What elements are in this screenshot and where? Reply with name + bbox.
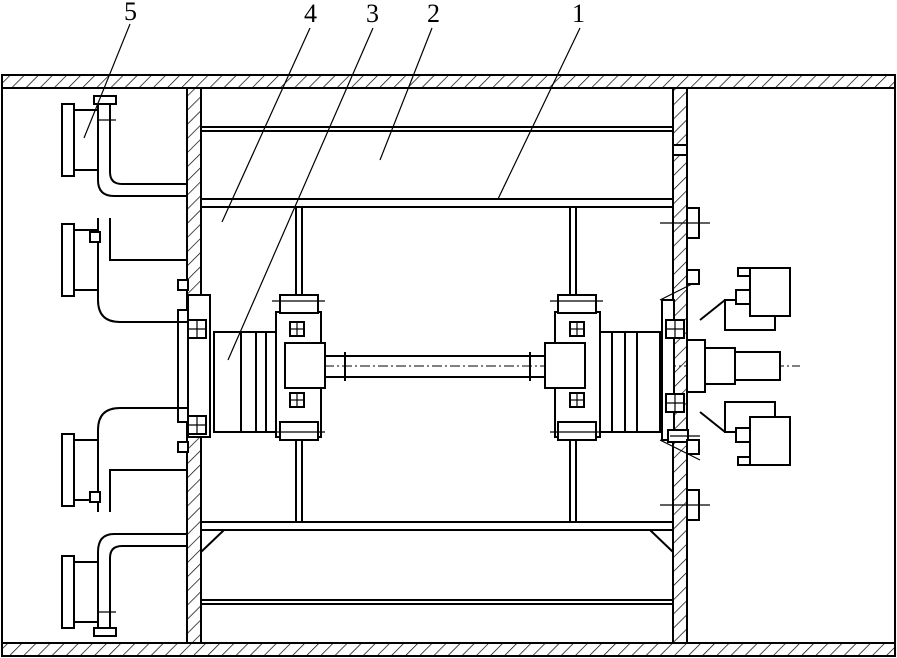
left-drum	[213, 311, 326, 438]
left-bearing-block	[272, 294, 325, 441]
right-bearing-block	[550, 294, 603, 441]
callout-4: 4	[304, 0, 317, 28]
frame-posts	[295, 207, 577, 522]
pipe-elbow-4	[61, 533, 187, 637]
housing-top-wall	[1, 74, 896, 89]
pipe-elbow-1	[61, 95, 187, 197]
callout-1: 1	[572, 0, 585, 28]
right-drum	[544, 311, 661, 438]
leader-lines	[83, 23, 581, 361]
callout-2: 2	[427, 0, 440, 28]
left-flange	[177, 279, 211, 453]
callout-5: 5	[124, 0, 137, 26]
pipe-elbow-2	[61, 218, 187, 323]
frame-upper	[201, 126, 673, 208]
right-bulkhead-bolts	[660, 144, 710, 521]
pipe-elbow-3	[61, 407, 187, 512]
callout-3: 3	[366, 0, 379, 28]
right-coupling	[659, 267, 791, 466]
frame-lower	[200, 521, 674, 605]
housing-bottom-wall	[1, 642, 896, 657]
